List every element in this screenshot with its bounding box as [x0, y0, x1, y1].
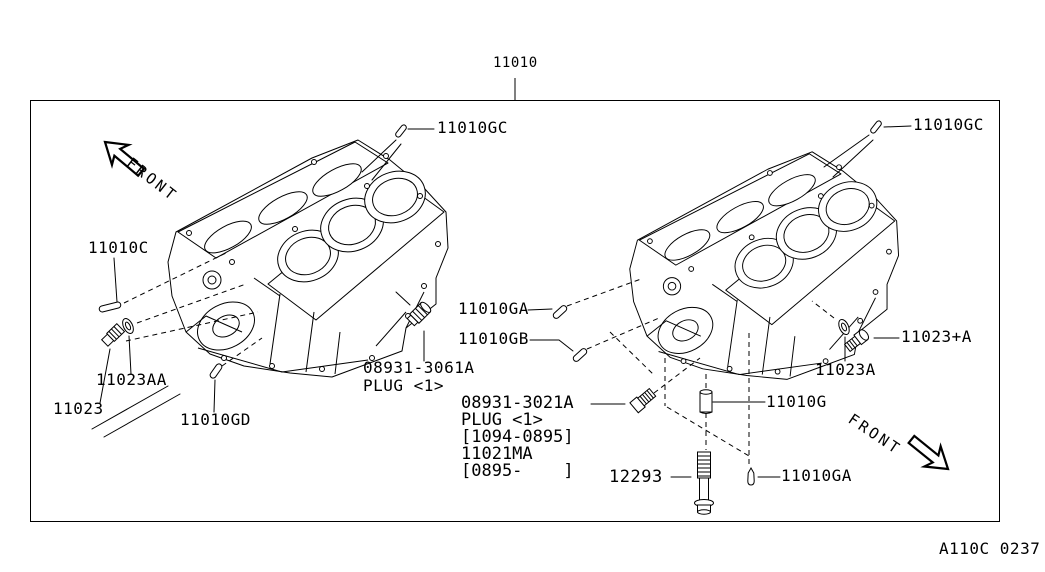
callout-plug-3021-qty: PLUG <1>	[461, 410, 543, 430]
leader-lines	[91, 125, 912, 478]
callout-plug-3061-qty: PLUG <1>	[363, 376, 445, 395]
front-arrow-bottom-right-icon	[902, 428, 958, 481]
callout-plug-3021-number: 08931-3021A	[461, 393, 574, 413]
sheet-code: A110C 0237	[939, 539, 1041, 558]
callout-11023-plus-a: 11023+A	[901, 327, 972, 346]
diagram-border	[30, 100, 1000, 522]
callout-11010gc-right: 11010GC	[913, 115, 984, 134]
dashed-locator-lines	[123, 251, 835, 467]
dowel-pin-icon	[208, 362, 224, 380]
screw-plug-icon	[629, 386, 658, 414]
callout-plug-3021-range2: [0895- ]	[461, 461, 574, 481]
left-engine-block-illustration	[167, 139, 449, 378]
callout-11021ma: 11021MA	[461, 444, 533, 464]
callout-plug-08931-3061a: 08931-3061A	[363, 358, 475, 377]
dowel-pin-icon	[98, 300, 122, 314]
dowel-pin-icon	[394, 123, 408, 139]
dowel-pin-icon	[869, 119, 883, 135]
callout-11010ga-left: 11010GA	[458, 299, 529, 318]
drain-plug-icon	[100, 323, 125, 348]
callout-11010gb: 11010GB	[458, 329, 529, 348]
cylinder-dowel-icon	[699, 389, 713, 414]
callout-11023: 11023	[53, 399, 104, 418]
dowel-pin-icon	[571, 346, 589, 364]
callout-plug-3021-range1: [1094-0895]	[461, 427, 574, 447]
callout-plug-08931-3021a-block: 08931-3021A PLUG <1> [1094-0895] 11021MA…	[461, 395, 574, 480]
dowel-pin-icon	[551, 303, 569, 321]
callout-11010g: 11010G	[766, 392, 827, 411]
title-part-number: 11010	[493, 55, 538, 71]
callout-11010gc-left: 11010GC	[437, 118, 508, 137]
callout-11010ga-right: 11010GA	[781, 466, 852, 485]
callout-11023aa: 11023AA	[96, 370, 167, 389]
callout-12293: 12293	[609, 467, 663, 487]
main-bearing-bolt-icon	[694, 451, 714, 515]
dowel-pin-icon	[747, 467, 755, 486]
callout-11010gd: 11010GD	[180, 410, 251, 429]
callout-11010c: 11010C	[88, 238, 149, 257]
callout-11023a: 11023A	[815, 360, 876, 379]
